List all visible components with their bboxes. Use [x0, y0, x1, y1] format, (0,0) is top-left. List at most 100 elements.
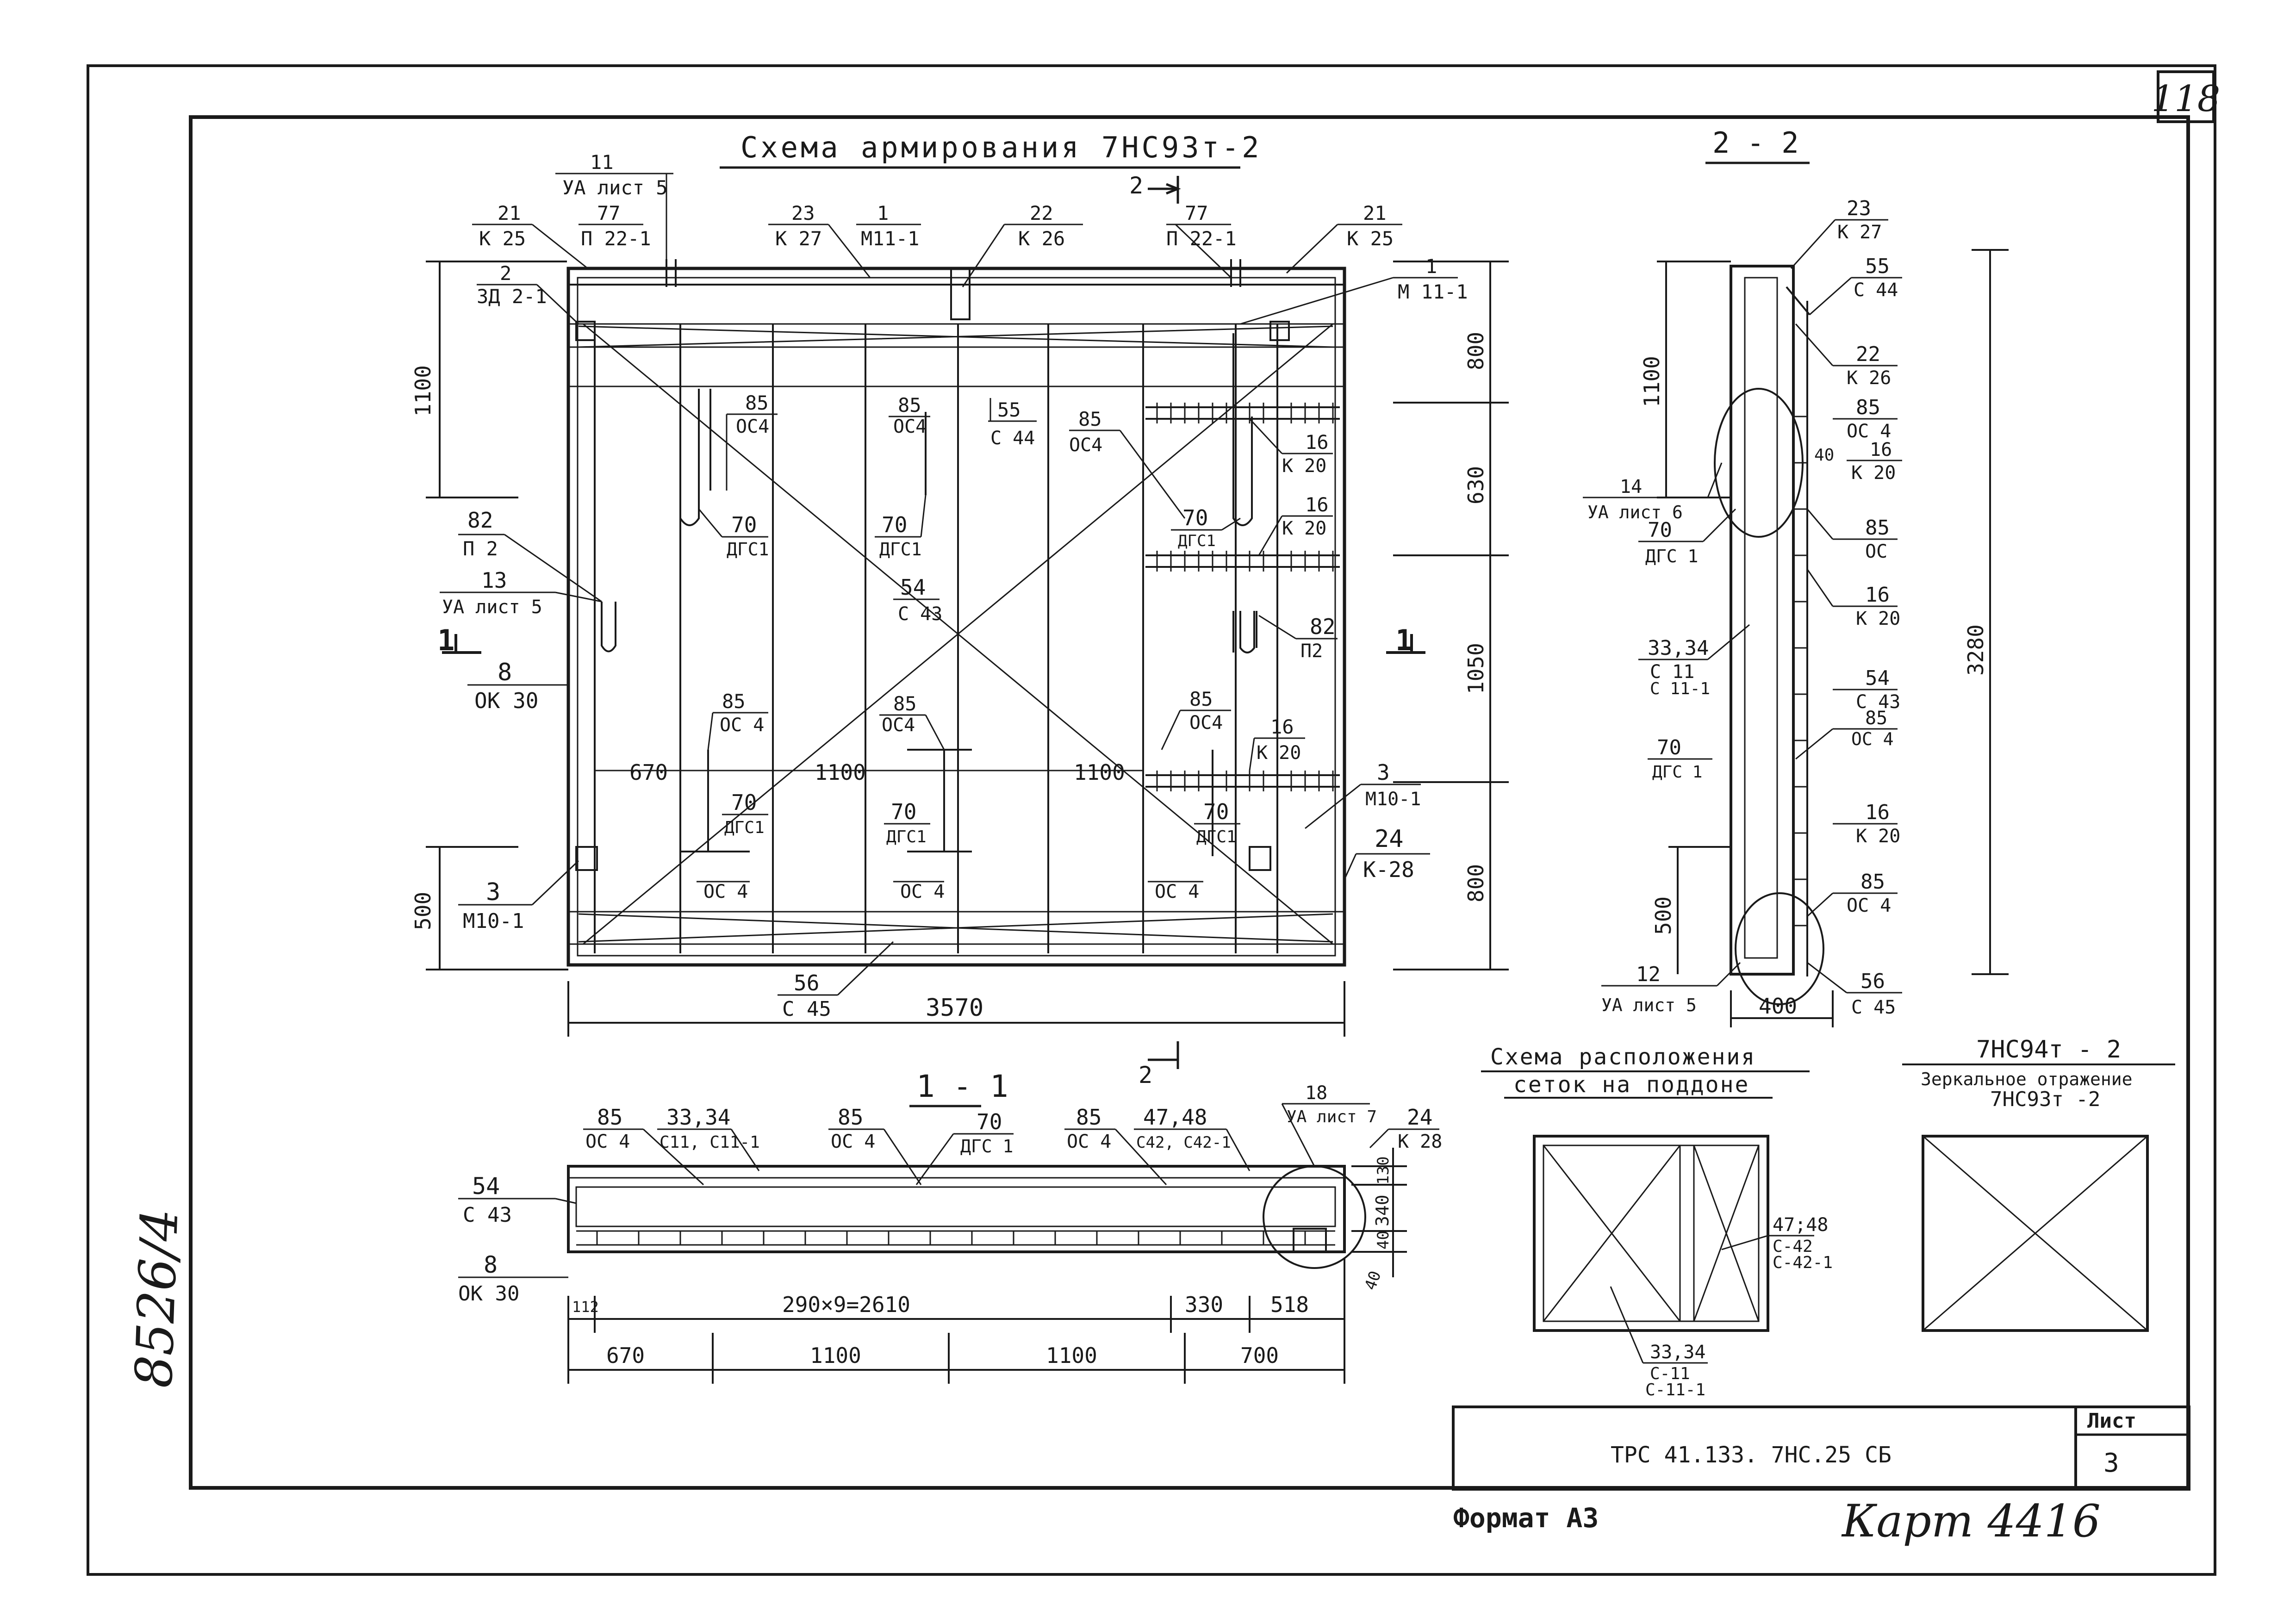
svg-text:54: 54 — [1865, 666, 1890, 690]
dim-right-2: 1050 — [1463, 643, 1488, 694]
svg-text:85: 85 — [1078, 408, 1102, 430]
dim-width: 3570 — [926, 994, 983, 1022]
svg-text:55: 55 — [997, 398, 1021, 421]
svg-text:ОС4: ОС4 — [736, 416, 769, 437]
svg-text:М10-1: М10-1 — [463, 909, 524, 933]
svg-text:2: 2 — [500, 262, 511, 285]
svg-text:УА лист 5: УА лист 5 — [1601, 995, 1697, 1015]
sec11-dim-112: 112 — [572, 1298, 599, 1316]
svg-text:47,48: 47,48 — [1143, 1105, 1207, 1130]
outer-frame — [87, 64, 2216, 1576]
oc4-label-3: ОС 4 — [1155, 881, 1199, 902]
svg-text:С 43: С 43 — [463, 1203, 512, 1227]
svg-text:ДГС1: ДГС1 — [1196, 827, 1237, 846]
svg-text:К 26: К 26 — [1847, 367, 1891, 389]
sec11-dim-130: 130 — [1374, 1157, 1393, 1185]
svg-text:П2: П2 — [1300, 640, 1323, 662]
svg-text:70: 70 — [731, 512, 757, 537]
callout: 23К 27 — [768, 202, 871, 278]
svg-text:ОС 4: ОС 4 — [720, 715, 764, 736]
svg-text:ОК 30: ОК 30 — [474, 688, 538, 713]
svg-text:14: 14 — [1620, 476, 1642, 497]
svg-text:С-11: С-11 — [1650, 1364, 1690, 1383]
svg-text:ОС4: ОС4 — [1069, 435, 1102, 456]
svg-text:70: 70 — [1203, 799, 1229, 824]
callout: 16К 20 — [1806, 569, 1900, 629]
svg-text:ДГС1: ДГС1 — [1178, 532, 1216, 550]
svg-text:3: 3 — [1377, 760, 1390, 785]
svg-text:ОС: ОС — [1865, 541, 1887, 562]
svg-text:85: 85 — [1860, 870, 1885, 894]
svg-text:55: 55 — [1865, 255, 1890, 278]
svg-text:82: 82 — [467, 508, 493, 533]
dim-right-1: 630 — [1463, 466, 1488, 504]
svg-text:18: 18 — [1305, 1082, 1327, 1104]
svg-text:85: 85 — [597, 1105, 622, 1130]
mesh-title-1: Схема расположения — [1490, 1044, 1756, 1070]
mesh-callout-1: 47;48С-42С-42-1 — [1721, 1214, 1833, 1272]
mirror-line-2: Зеркальное отражение — [1921, 1069, 2133, 1089]
svg-text:ДГС1: ДГС1 — [724, 818, 765, 837]
page-number: 118 — [2152, 78, 2221, 120]
callout: 24К 28 — [1369, 1105, 1442, 1152]
section-2-2: 2 - 2 1100 500 3280 400 40 23К 27 55С 44… — [1583, 126, 2009, 1027]
svg-text:ОС4: ОС4 — [893, 416, 927, 437]
oc4-label-1: ОС 4 — [703, 881, 748, 902]
svg-text:ДГС 1: ДГС 1 — [1652, 763, 1702, 782]
svg-text:33,34: 33,34 — [1648, 636, 1709, 660]
svg-text:С 11: С 11 — [1650, 661, 1694, 683]
svg-text:С-42: С-42 — [1773, 1237, 1813, 1256]
sec11-dim-670: 670 — [606, 1343, 645, 1368]
svg-text:21: 21 — [1363, 202, 1387, 224]
svg-text:ДГС1: ДГС1 — [886, 827, 927, 846]
svg-text:ДГС 1: ДГС 1 — [960, 1136, 1013, 1157]
svg-text:К-28: К-28 — [1363, 857, 1414, 882]
svg-text:85: 85 — [838, 1105, 863, 1130]
svg-text:16: 16 — [1305, 493, 1329, 516]
callout: 22К 26 — [1795, 323, 1898, 389]
mirror-line-3: 7НС93т -2 — [1990, 1088, 2100, 1111]
svg-text:С-11-1: С-11-1 — [1645, 1380, 1705, 1399]
callout: 16К 20 — [1249, 418, 1333, 477]
svg-text:16: 16 — [1305, 431, 1329, 454]
svg-text:К 25: К 25 — [479, 227, 526, 250]
svg-text:70: 70 — [731, 790, 757, 815]
svg-text:К 27: К 27 — [775, 227, 822, 250]
svg-text:ОС 4: ОС 4 — [585, 1131, 630, 1152]
dim-inner-1100a: 1100 — [815, 760, 866, 785]
callout: 56С 45 — [778, 941, 894, 1021]
svg-text:К 26: К 26 — [1018, 227, 1065, 250]
svg-text:3: 3 — [486, 878, 500, 906]
svg-text:К 20: К 20 — [1257, 742, 1301, 764]
svg-text:70: 70 — [882, 512, 907, 537]
svg-text:К 20: К 20 — [1282, 518, 1326, 539]
svg-text:ОС4: ОС4 — [1189, 712, 1223, 734]
callout: 24К-28 — [1344, 825, 1430, 882]
svg-text:70: 70 — [1182, 505, 1208, 530]
svg-text:47;48: 47;48 — [1773, 1214, 1828, 1236]
dim-inner-670: 670 — [629, 760, 668, 785]
svg-text:С 44: С 44 — [1854, 280, 1898, 301]
callout: 16К 20 — [1847, 439, 1902, 484]
svg-text:56: 56 — [1860, 970, 1885, 993]
dim-left-500: 500 — [411, 892, 436, 930]
svg-text:УА лист 7: УА лист 7 — [1287, 1107, 1377, 1126]
section-arrow-bottom-label: 2 — [1139, 1062, 1152, 1088]
mirror-view: 7НС94т - 2 Зеркальное отражение 7НС93т -… — [1902, 1036, 2175, 1332]
callout: 54С 43 — [893, 575, 942, 625]
